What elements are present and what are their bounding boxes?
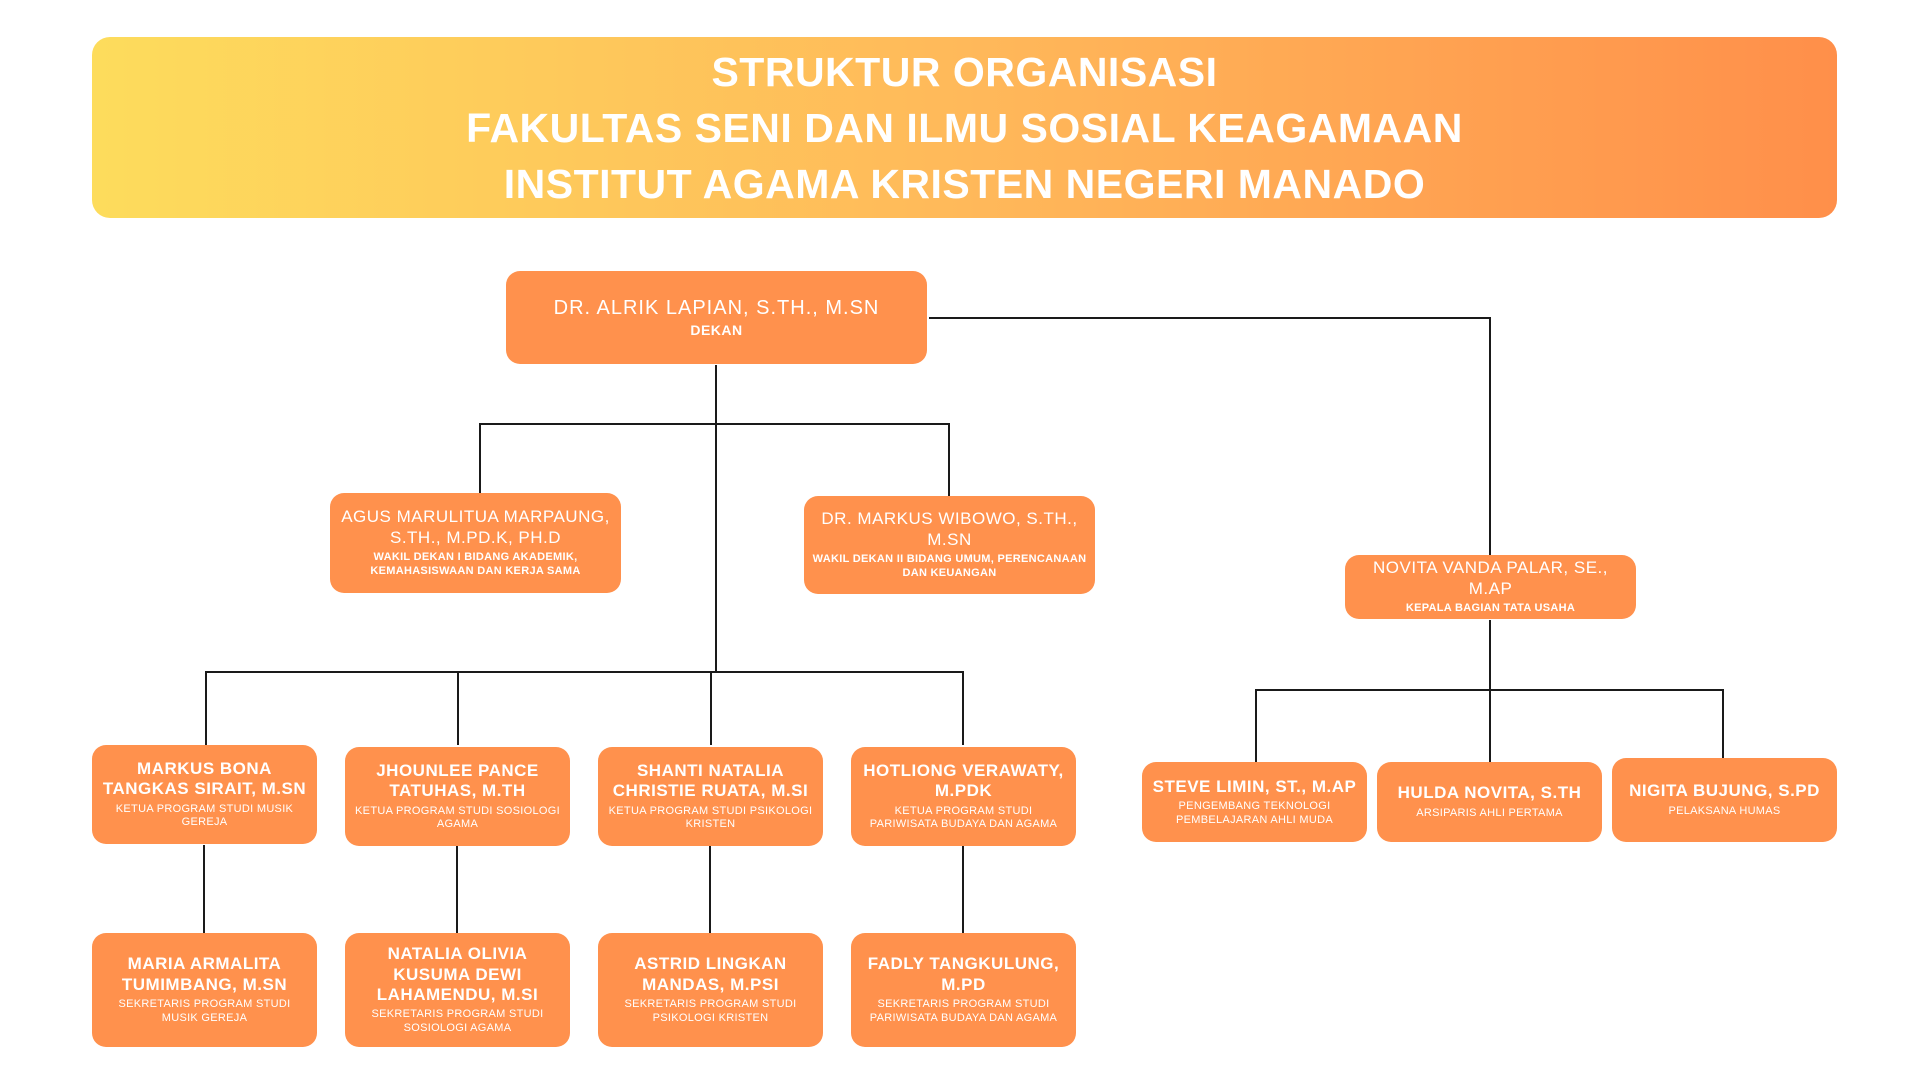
- node-kabag-tu: NOVITA VANDA PALAR, SE., M.AP KEPALA BAG…: [1345, 555, 1636, 619]
- sekretaris-prodi-name: NATALIA OLIVIA KUSUMA DEWI LAHAMENDU, M.…: [376, 944, 539, 1004]
- node-ketua-prodi-psikologi: SHANTI NATALIA CHRISTIE RUATA, M.SI KETU…: [598, 747, 823, 846]
- node-sekretaris-prodi-pariwisata: FADLY TANGKULUNG, M.PD SEKRETARIS PROGRA…: [851, 933, 1076, 1047]
- node-sekretaris-prodi-sosiologi: NATALIA OLIVIA KUSUMA DEWI LAHAMENDU, M.…: [345, 933, 570, 1047]
- node-dekan: DR. ALRIK LAPIAN, S.TH., M.SN DEKAN: [506, 271, 927, 364]
- node-wakil-dekan-1: AGUS MARULITUA MARPAUNG, S.TH., M.PD.K, …: [330, 493, 621, 593]
- sekretaris-prodi-role: SEKRETARIS PROGRAM STUDI PARIWISATA BUDA…: [869, 998, 1058, 1024]
- node-ketua-prodi-sosiologi: JHOUNLEE PANCE TATUHAS, M.TH KETUA PROGR…: [345, 747, 570, 846]
- sekretaris-prodi-role: SEKRETARIS PROGRAM STUDI MUSIK GEREJA: [118, 998, 291, 1024]
- kabag-name: NOVITA VANDA PALAR, SE., M.AP: [1373, 558, 1608, 598]
- header-title: STRUKTUR ORGANISASI: [711, 48, 1218, 95]
- sekretaris-prodi-name: MARIA ARMALITA TUMIMBANG, M.SN: [121, 954, 288, 994]
- ketua-prodi-role: KETUA PROGRAM STUDI MUSIK GEREJA: [115, 802, 294, 829]
- node-ketua-prodi-pariwisata: HOTLIONG VERAWATY, M.PDK KETUA PROGRAM S…: [851, 747, 1076, 846]
- node-sekretaris-prodi-psikologi: ASTRID LINGKAN MANDAS, M.PSI SEKRETARIS …: [598, 933, 823, 1047]
- wakil-dekan-1-role: WAKIL DEKAN I BIDANG AKADEMIK, KEMAHASIS…: [370, 551, 581, 577]
- connector-staf-bus: [1255, 689, 1724, 762]
- wakil-dekan-2-name: DR. MARKUS WIBOWO, S.TH., M.SN: [821, 509, 1078, 549]
- dekan-name: DR. ALRIK LAPIAN, S.TH., M.SN: [553, 296, 880, 319]
- staf-name: HULDA NOVITA, S.TH: [1397, 783, 1582, 803]
- ketua-prodi-role: KETUA PROGRAM STUDI PARIWISATA BUDAYA DA…: [869, 804, 1058, 831]
- staf-name: STEVE LIMIN, ST., M.AP: [1152, 776, 1357, 796]
- sekretaris-prodi-role: SEKRETARIS PROGRAM STUDI PSIKOLOGI KRIST…: [624, 998, 797, 1024]
- staf-role: PENGEMBANG TEKNOLOGI PEMBELAJARAN AHLI M…: [1176, 799, 1333, 826]
- staf-name: NIGITA BUJUNG, S.PD: [1629, 781, 1820, 801]
- ketua-prodi-name: MARKUS BONA TANGKAS SIRAIT, M.SN: [102, 758, 307, 799]
- wakil-dekan-1-name: AGUS MARULITUA MARPAUNG, S.TH., M.PD.K, …: [341, 507, 610, 547]
- node-staf-pengembang-teknologi: STEVE LIMIN, ST., M.AP PENGEMBANG TEKNOL…: [1142, 762, 1367, 842]
- ketua-prodi-name: JHOUNLEE PANCE TATUHAS, M.TH: [376, 760, 539, 801]
- header-institute: INSTITUT AGAMA KRISTEN NEGERI MANADO: [503, 160, 1426, 207]
- node-staf-humas: NIGITA BUJUNG, S.PD PELAKSANA HUMAS: [1612, 758, 1837, 842]
- ketua-prodi-role: KETUA PROGRAM STUDI PSIKOLOGI KRISTEN: [608, 804, 813, 831]
- staf-role: PELAKSANA HUMAS: [1668, 804, 1781, 817]
- sekretaris-prodi-role: SEKRETARIS PROGRAM STUDI SOSIOLOGI AGAMA: [371, 1008, 544, 1035]
- sekretaris-prodi-name: FADLY TANGKULUNG, M.PD: [867, 954, 1060, 994]
- dekan-role: DEKAN: [690, 321, 743, 338]
- header-faculty: FAKULTAS SENI DAN ILMU SOSIAL KEAGAMAAN: [466, 104, 1463, 151]
- ketua-prodi-name: HOTLIONG VERAWATY, M.PDK: [863, 760, 1064, 801]
- ketua-prodi-role: KETUA PROGRAM STUDI SOSIOLOGI AGAMA: [355, 804, 560, 831]
- wakil-dekan-2-role: WAKIL DEKAN II BIDANG UMUM, PERENCANAAN …: [812, 553, 1087, 579]
- connector-wakil-dekan: [479, 423, 950, 496]
- node-staf-arsiparis: HULDA NOVITA, S.TH ARSIPARIS AHLI PERTAM…: [1377, 762, 1602, 842]
- header-banner: STRUKTUR ORGANISASI FAKULTAS SENI DAN IL…: [92, 37, 1837, 218]
- staf-role: ARSIPARIS AHLI PERTAMA: [1416, 806, 1563, 819]
- sekretaris-prodi-name: ASTRID LINGKAN MANDAS, M.PSI: [634, 954, 787, 994]
- ketua-prodi-name: SHANTI NATALIA CHRISTIE RUATA, M.SI: [612, 760, 809, 801]
- kabag-role: KEPALA BAGIAN TATA USAHA: [1405, 602, 1576, 615]
- node-sekretaris-prodi-musik: MARIA ARMALITA TUMIMBANG, M.SN SEKRETARI…: [92, 933, 317, 1047]
- node-wakil-dekan-2: DR. MARKUS WIBOWO, S.TH., M.SN WAKIL DEK…: [804, 496, 1095, 594]
- connector-dekan-kabag: [929, 317, 1491, 555]
- node-ketua-prodi-musik: MARKUS BONA TANGKAS SIRAIT, M.SN KETUA P…: [92, 745, 317, 844]
- connector-ketua-prodi-bus: [205, 671, 964, 745]
